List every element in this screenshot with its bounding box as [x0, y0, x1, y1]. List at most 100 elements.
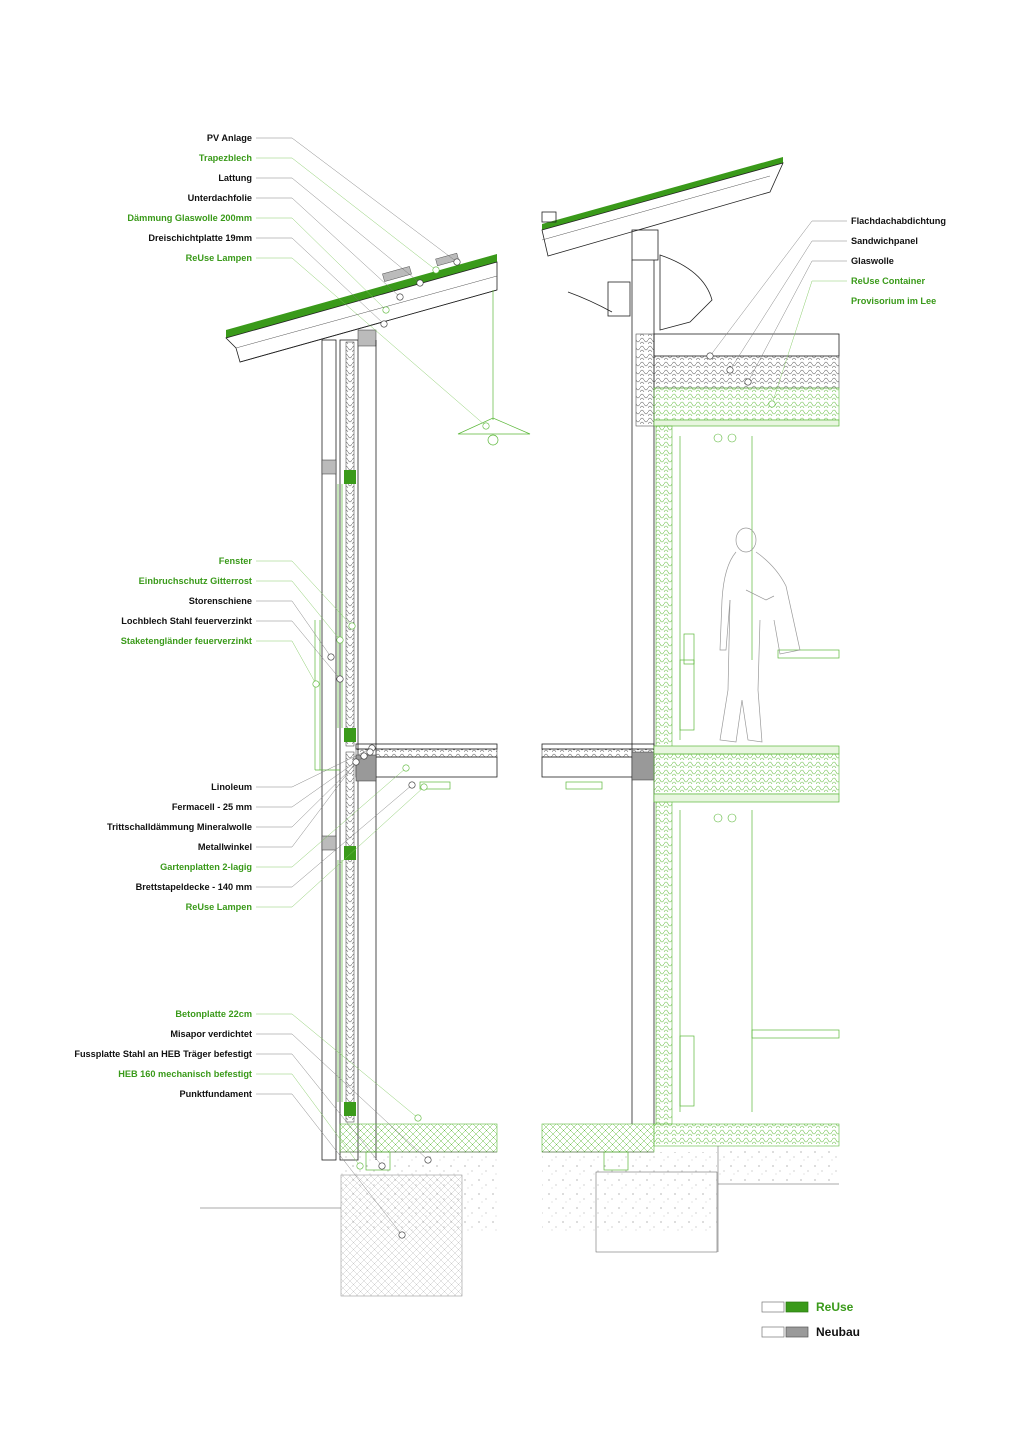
leader-dot — [366, 748, 374, 756]
leader-line — [256, 1013, 419, 1119]
label-unterdachfolie: Unterdachfolie — [188, 193, 252, 203]
leader-line — [256, 257, 487, 427]
leader-dot — [432, 266, 440, 274]
label-reuse-lampen: ReUse Lampen — [186, 253, 253, 263]
leader-line — [771, 280, 847, 405]
label-lochblech-stahl-feuerverzinkt: Lochblech Stahl feuerverzinkt — [121, 616, 252, 626]
leader-line — [709, 220, 847, 357]
leader-dot — [414, 1114, 422, 1122]
leader-dot — [744, 378, 752, 386]
legend-reuse-label: ReUse — [816, 1300, 854, 1314]
legend: ReUse Neubau — [761, 1300, 860, 1339]
label-glaswolle: Glaswolle — [851, 256, 894, 266]
leader-line — [256, 137, 458, 263]
leader-line — [256, 767, 407, 868]
label-reuse-lampen: ReUse Lampen — [186, 902, 253, 912]
leader-line — [747, 260, 847, 383]
label-gartenplatten-2-lagig: Gartenplatten 2-lagig — [160, 862, 252, 872]
leader-dot — [420, 783, 428, 791]
labels-left-top: PV AnlageTrapezblechLattungUnterdachfoli… — [127, 133, 490, 430]
leader-dot — [382, 306, 390, 314]
label-einbruchschutz-gitterrost: Einbruchschutz Gitterrost — [139, 576, 252, 586]
leader-line — [256, 197, 401, 298]
right-section — [541, 157, 840, 1253]
leader-line — [256, 620, 341, 680]
leader-dot — [336, 636, 344, 644]
leader-dot — [398, 1231, 406, 1239]
legend-reuse: ReUse — [761, 1300, 854, 1314]
leader-line — [256, 747, 373, 788]
leader-line — [256, 1073, 361, 1167]
leader-line — [256, 755, 365, 828]
person-figure — [719, 527, 801, 743]
leader-dot — [408, 781, 416, 789]
leader-dot — [336, 675, 344, 683]
leader-dot — [706, 352, 714, 360]
leader-line — [256, 177, 421, 284]
leader-line — [256, 237, 385, 325]
labels-right: FlachdachabdichtungSandwichpanelGlaswoll… — [706, 216, 946, 408]
label-fenster: Fenster — [219, 556, 253, 566]
label-trittschalld-mmung-mineralwolle: Trittschalldämmung Mineralwolle — [107, 822, 252, 832]
label-misapor-verdichtet: Misapor verdichtet — [170, 1029, 252, 1039]
label-staketengl-nder-feuerverzinkt: Staketengländer feuerverzinkt — [121, 636, 252, 646]
leader-line — [256, 560, 353, 627]
legend-neubau-label: Neubau — [816, 1325, 860, 1339]
left-facade — [314, 329, 377, 1161]
label-flachdachabdichtung: Flachdachabdichtung — [851, 216, 946, 226]
leader-line — [256, 217, 387, 311]
leader-line — [256, 640, 317, 685]
left-base — [200, 1123, 498, 1297]
label-lattung: Lattung — [218, 173, 252, 183]
leader-line — [256, 786, 425, 908]
label-metallwinkel: Metallwinkel — [198, 842, 252, 852]
leader-dot — [380, 320, 388, 328]
leader-dot — [352, 758, 360, 766]
leader-line — [256, 1093, 403, 1236]
label-linoleum: Linoleum — [211, 782, 252, 792]
right-base — [541, 1123, 840, 1253]
left-roof — [225, 252, 531, 446]
label-dreischichtplatte-19mm: Dreischichtplatte 19mm — [148, 233, 252, 243]
leader-line — [256, 751, 371, 808]
label-brettstapeldecke-140-mm: Brettstapeldecke - 140 mm — [136, 882, 252, 892]
label-heb-160-mechanisch-befestigt: HEB 160 mechanisch befestigt — [118, 1069, 252, 1079]
label-betonplatte-22cm: Betonplatte 22cm — [175, 1009, 252, 1019]
leader-line — [256, 600, 332, 658]
leader-dot — [768, 400, 776, 408]
legend-neubau: Neubau — [761, 1325, 860, 1339]
leader-line — [256, 157, 437, 271]
label-fermacell-25-mm: Fermacell - 25 mm — [172, 802, 252, 812]
left-floor — [355, 743, 498, 790]
leader-dot — [416, 279, 424, 287]
leader-dot — [726, 366, 734, 374]
leader-dot — [453, 258, 461, 266]
leader-line — [729, 240, 847, 371]
label-sandwichpanel: Sandwichpanel — [851, 236, 918, 246]
label-punktfundament: Punktfundament — [180, 1089, 252, 1099]
label-trapezblech: Trapezblech — [199, 153, 252, 163]
label-storenschiene: Storenschiene — [189, 596, 252, 606]
leader-dot — [327, 653, 335, 661]
leader-line — [256, 580, 341, 641]
label-pv-anlage: PV Anlage — [207, 133, 252, 143]
label-provisorium-im-lee: Provisorium im Lee — [851, 296, 936, 306]
right-interior — [655, 425, 840, 1125]
leader-dot — [312, 680, 320, 688]
left-section — [200, 252, 531, 1297]
right-roof — [541, 157, 784, 331]
leader-dot — [482, 422, 490, 430]
leader-line — [256, 761, 357, 848]
leader-line — [256, 784, 413, 888]
label-fussplatte-stahl-an-heb-tr-ger-befestigt: Fussplatte Stahl an HEB Träger befestigt — [74, 1049, 252, 1059]
leader-line — [256, 1033, 429, 1161]
leader-dot — [356, 1162, 364, 1170]
leader-dot — [424, 1156, 432, 1164]
leader-dot — [402, 764, 410, 772]
leader-dot — [348, 622, 356, 630]
leader-dot — [378, 1162, 386, 1170]
leader-dot — [360, 752, 368, 760]
leader-dot — [396, 293, 404, 301]
